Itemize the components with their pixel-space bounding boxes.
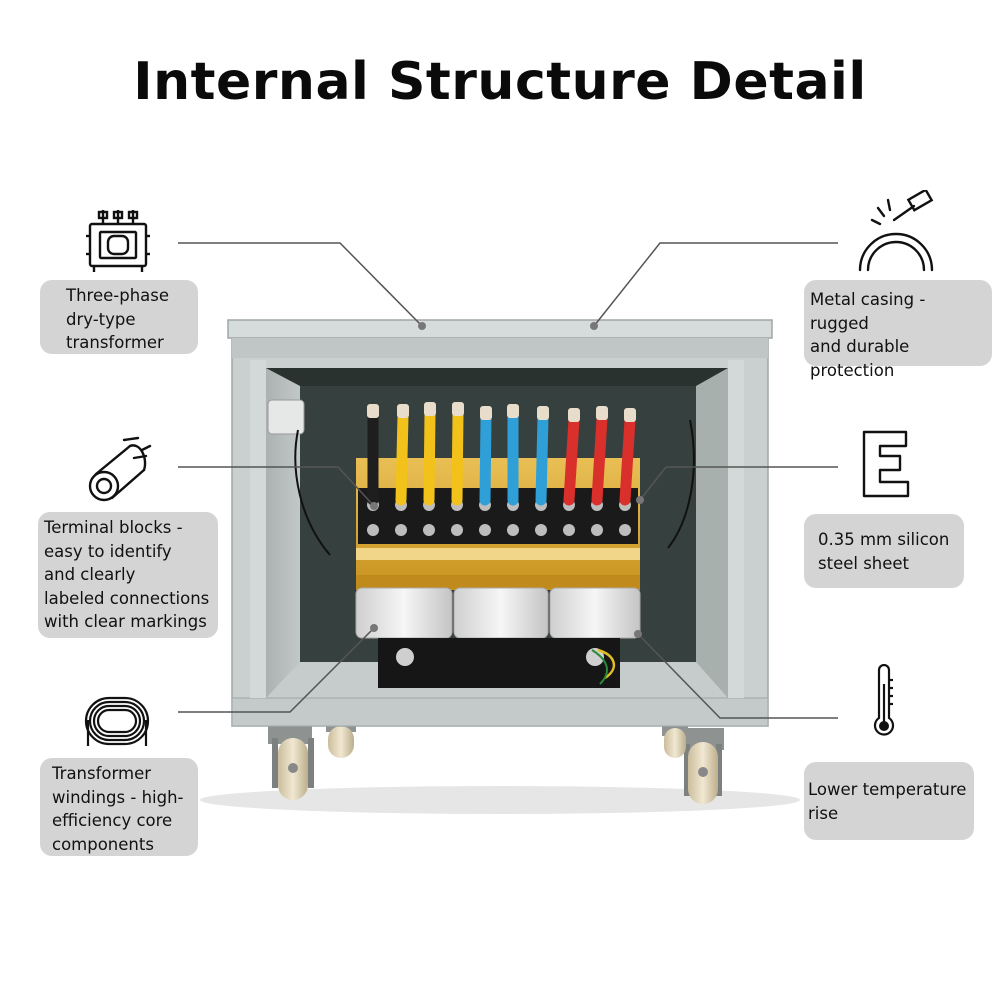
caster-front-right <box>680 728 724 804</box>
callout-terminal-blocks: Terminal blocks - easy to identify and c… <box>38 512 218 638</box>
callout-three-phase-transformer: Three-phase dry-type transformer <box>40 280 198 354</box>
hammer-dome-icon <box>858 190 934 272</box>
interior-socket <box>267 399 305 435</box>
callout-transformer-windings: Transformer windings - high- efficiency … <box>40 758 198 856</box>
cable-roll-icon <box>88 436 152 502</box>
callout-silicon-steel: 0.35 mm silicon steel sheet <box>804 514 964 588</box>
e-core-icon <box>862 430 910 498</box>
cable-bundle <box>367 402 636 506</box>
leader-lines <box>178 242 838 719</box>
core-clamp-base <box>378 638 620 688</box>
thermometer-icon <box>873 664 895 736</box>
page-title: Internal Structure Detail <box>133 52 867 112</box>
cabinet-top-lid <box>227 319 773 339</box>
caster-front-left <box>268 722 314 800</box>
transformer-icon <box>86 210 150 272</box>
transformer-coils <box>355 587 641 639</box>
caster-rear-right <box>662 724 688 758</box>
coil-icon <box>84 696 150 746</box>
callout-temperature-rise: Lower temperature rise <box>804 762 974 840</box>
floor-shadow <box>200 786 800 814</box>
callout-metal-casing: Metal casing - rugged and durable protec… <box>804 280 992 380</box>
